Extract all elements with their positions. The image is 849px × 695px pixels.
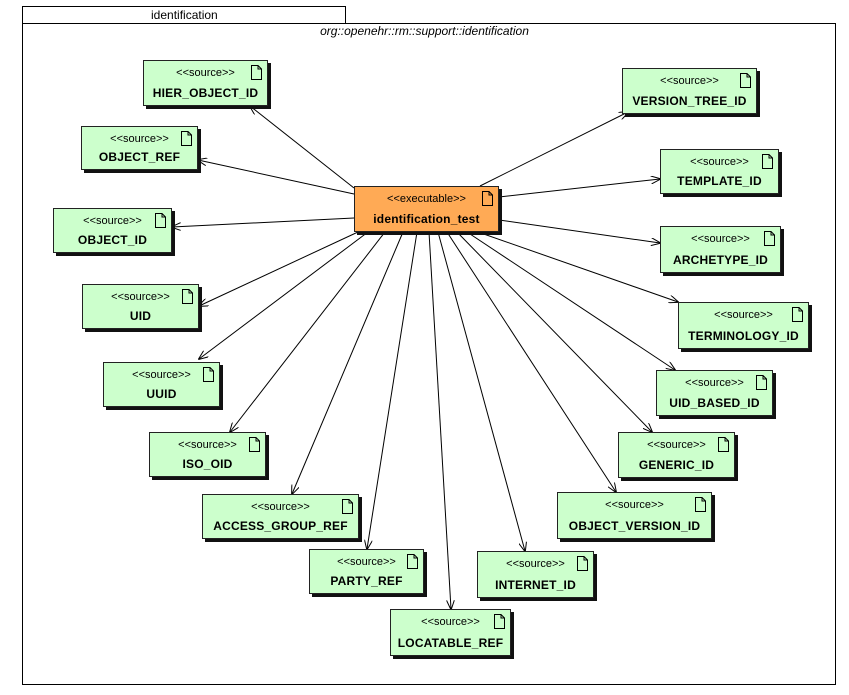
document-icon xyxy=(249,437,260,452)
dependency-arrow-access-group-ref xyxy=(292,231,404,494)
node-name: identification_test xyxy=(373,212,480,226)
uid-based-id-node[interactable]: <<source>> UID_BASED_ID xyxy=(656,370,773,416)
access-group-ref-node[interactable]: <<source>> ACCESS_GROUP_REF xyxy=(202,494,359,539)
dependency-arrow-terminology-id xyxy=(477,231,678,302)
dependency-arrow-uid-based-id xyxy=(466,231,675,370)
dependency-arrow-party-ref xyxy=(367,231,418,549)
terminology-id-node[interactable]: <<source>> TERMINOLOGY_ID xyxy=(678,302,809,349)
document-icon xyxy=(792,307,803,322)
node-stereotype: <<source>> xyxy=(714,309,773,321)
node-stereotype: <<source>> xyxy=(647,439,706,451)
node-name: UUID xyxy=(146,387,177,401)
package-tab-label: identification xyxy=(151,8,218,22)
node-stereotype: <<source>> xyxy=(506,558,565,570)
node-stereotype: <<source>> xyxy=(132,369,191,381)
dependency-arrow-uid xyxy=(199,231,359,306)
dependency-arrow-object-version-id xyxy=(446,231,616,492)
party-ref-node[interactable]: <<source>> PARTY_REF xyxy=(309,549,424,594)
node-name: HIER_OBJECT_ID xyxy=(152,86,259,100)
locatable-ref-node[interactable]: <<source>> LOCATABLE_REF xyxy=(390,609,511,656)
node-stereotype: <<source>> xyxy=(691,233,750,245)
dependency-arrow-version-tree-id xyxy=(479,112,628,187)
node-stereotype: <<source>> xyxy=(83,215,142,227)
object-ref-node[interactable]: <<source>> OBJECT_REF xyxy=(81,126,198,170)
identification-test-node[interactable]: <<executable>> identification_test xyxy=(354,186,499,232)
node-name: TEMPLATE_ID xyxy=(677,174,762,188)
document-icon xyxy=(482,191,493,206)
dependency-arrow-locatable-ref xyxy=(428,231,451,609)
object-id-node[interactable]: <<source>> OBJECT_ID xyxy=(53,208,172,253)
document-icon xyxy=(494,614,505,629)
node-stereotype: <<source>> xyxy=(251,501,310,513)
node-name: ACCESS_GROUP_REF xyxy=(213,519,348,533)
node-name: VERSION_TREE_ID xyxy=(632,94,747,108)
internet-id-node[interactable]: <<source>> INTERNET_ID xyxy=(477,551,594,598)
node-name: LOCATABLE_REF xyxy=(397,636,504,650)
node-name: OBJECT_REF xyxy=(98,150,181,164)
document-icon xyxy=(740,73,751,88)
node-name: ISO_OID xyxy=(182,457,233,471)
document-icon xyxy=(577,556,588,571)
package-tab: identification xyxy=(22,6,346,23)
node-name: INTERNET_ID xyxy=(495,578,576,592)
node-stereotype: <<source>> xyxy=(690,156,749,168)
document-icon xyxy=(762,154,773,169)
node-name: OBJECT_ID xyxy=(77,233,148,247)
archetype-id-node[interactable]: <<source>> ARCHETYPE_ID xyxy=(660,226,781,273)
document-icon xyxy=(718,437,729,452)
dependency-arrow-internet-id xyxy=(437,231,525,551)
document-icon xyxy=(407,554,418,569)
node-name: ARCHETYPE_ID xyxy=(672,253,769,267)
node-stereotype: <<source>> xyxy=(685,377,744,389)
dependency-arrow-iso-oid xyxy=(230,231,386,432)
document-icon xyxy=(181,131,192,146)
document-icon xyxy=(695,497,706,512)
node-stereotype: <<source>> xyxy=(110,133,169,145)
object-version-id-node[interactable]: <<source>> OBJECT_VERSION_ID xyxy=(557,492,712,539)
template-id-node[interactable]: <<source>> TEMPLATE_ID xyxy=(660,149,779,194)
hier-object-id-node[interactable]: <<source>> HIER_OBJECT_ID xyxy=(143,60,268,106)
node-stereotype: <<source>> xyxy=(605,499,664,511)
node-stereotype: <<source>> xyxy=(176,67,235,79)
dependency-arrow-template-id xyxy=(498,179,660,198)
node-stereotype: <<source>> xyxy=(660,75,719,87)
node-name: TERMINOLOGY_ID xyxy=(688,329,799,343)
dependency-arrow-generic-id xyxy=(456,231,652,432)
dependency-arrow-uuid xyxy=(199,231,369,359)
package-name: org::openehr::rm::support::identificatio… xyxy=(320,24,529,38)
dependency-arrow-object-ref xyxy=(198,160,355,195)
document-icon xyxy=(155,213,166,228)
document-icon xyxy=(251,65,262,80)
version-tree-id-node[interactable]: <<source>> VERSION_TREE_ID xyxy=(622,68,757,114)
dependency-arrow-object-id xyxy=(172,217,355,227)
node-stereotype: <<source>> xyxy=(421,616,480,628)
node-stereotype: <<source>> xyxy=(337,556,396,568)
node-name: OBJECT_VERSION_ID xyxy=(568,519,701,533)
uid-node[interactable]: <<source>> UID xyxy=(82,284,199,329)
package-frame xyxy=(22,23,836,685)
node-stereotype: <<executable>> xyxy=(387,193,466,205)
iso-oid-node[interactable]: <<source>> ISO_OID xyxy=(149,432,266,477)
document-icon xyxy=(764,231,775,246)
dependency-arrow-archetype-id xyxy=(498,219,660,243)
uuid-node[interactable]: <<source>> UUID xyxy=(103,362,220,407)
node-stereotype: <<source>> xyxy=(178,439,237,451)
document-icon xyxy=(203,367,214,382)
document-icon xyxy=(182,289,193,304)
dependency-arrow-hier-object-id xyxy=(250,106,355,189)
document-icon xyxy=(342,499,353,514)
node-name: UID xyxy=(129,309,152,323)
document-icon xyxy=(756,375,767,390)
generic-id-node[interactable]: <<source>> GENERIC_ID xyxy=(618,432,735,478)
node-name: GENERIC_ID xyxy=(638,458,715,472)
node-name: UID_BASED_ID xyxy=(669,396,760,410)
node-stereotype: <<source>> xyxy=(111,291,170,303)
node-name: PARTY_REF xyxy=(330,574,403,588)
